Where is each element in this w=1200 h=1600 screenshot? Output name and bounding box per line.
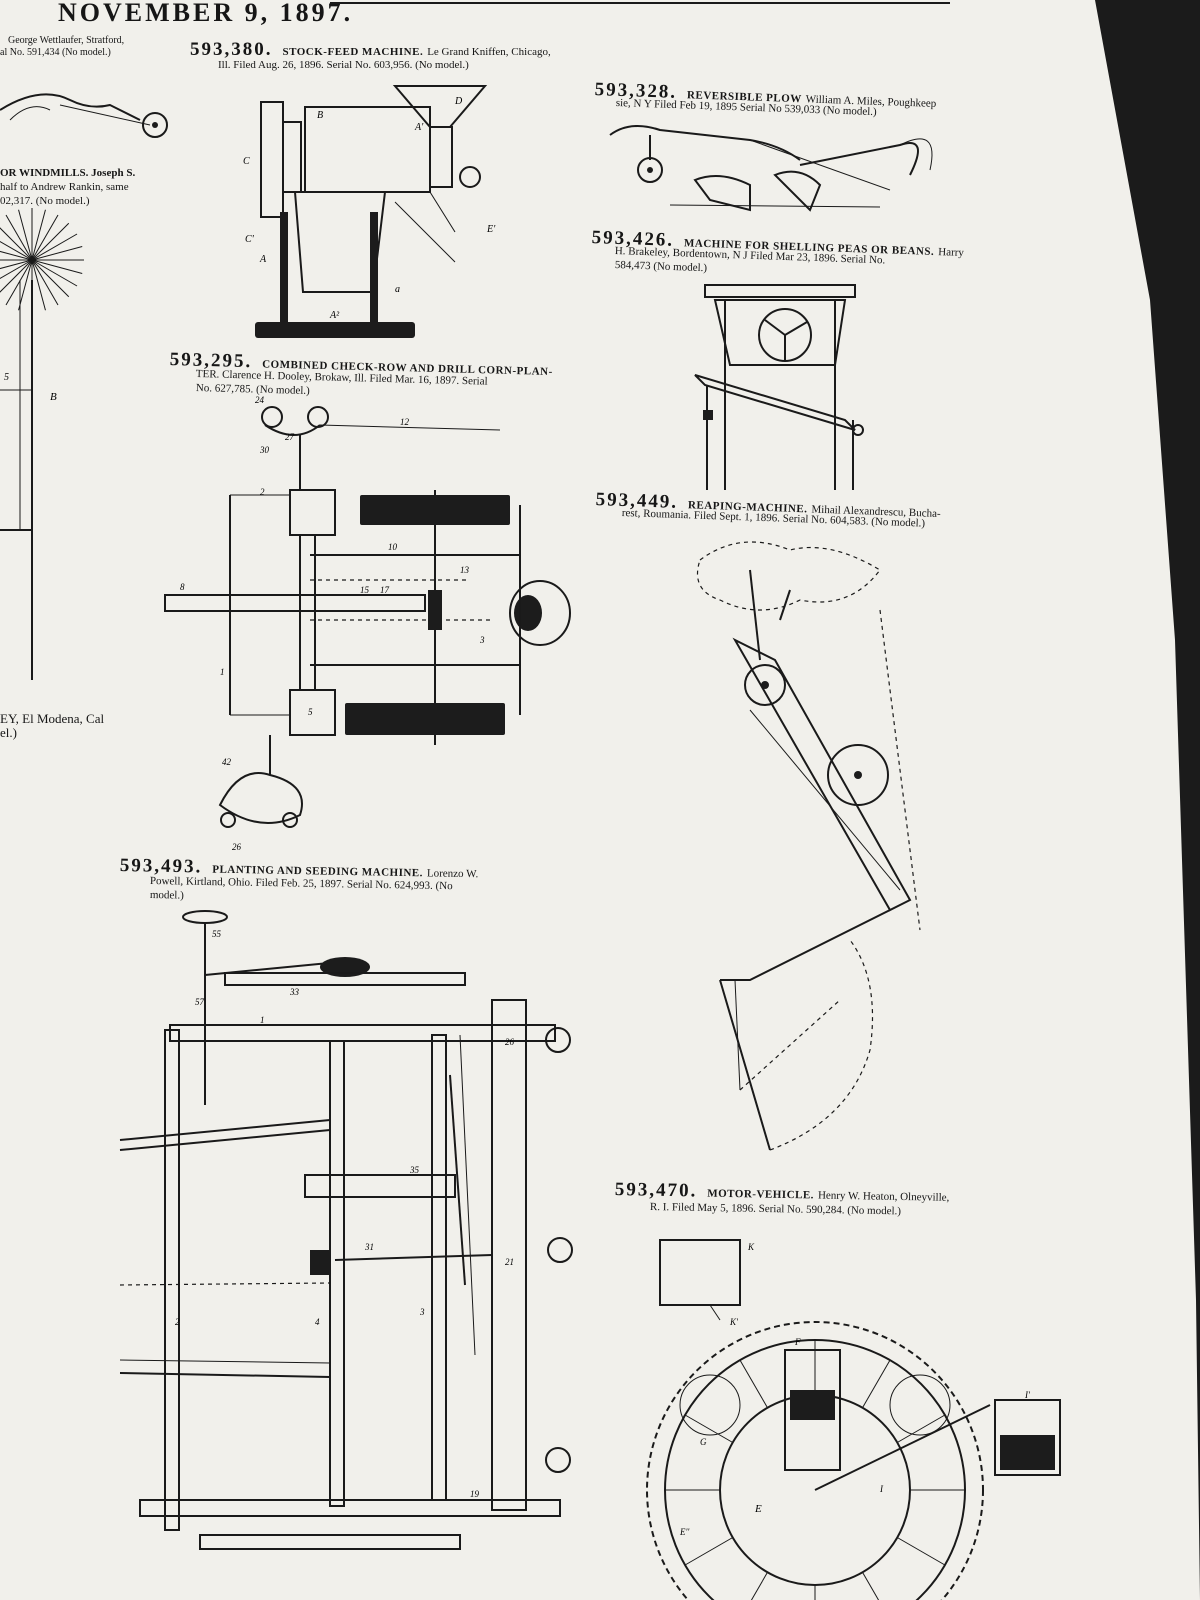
plow-fragment-drawing xyxy=(0,93,168,138)
windmill-blade xyxy=(31,222,70,261)
label-f: F xyxy=(794,1337,801,1347)
label-35: 35 xyxy=(409,1165,420,1175)
patent-number: 593,380. xyxy=(190,39,273,60)
windmill-blade xyxy=(31,214,59,261)
patent-593380-details: Ill. Filed Aug. 26, 1896. Serial No. 603… xyxy=(218,59,469,71)
label-30: 30 xyxy=(259,445,270,455)
label-c: C xyxy=(243,156,250,167)
windmill-blade xyxy=(31,259,83,274)
left-entry-line1: George Wettlaufer, Stratford, xyxy=(8,35,125,46)
label-i: I xyxy=(879,1484,884,1494)
label-e2: E'' xyxy=(679,1527,690,1537)
label-small-a: a xyxy=(395,284,400,295)
wheel-spoke xyxy=(897,1414,946,1443)
fig-label-b: B xyxy=(50,391,57,403)
label-24: 24 xyxy=(255,395,265,405)
label-31: 31 xyxy=(364,1242,374,1252)
windmill-blade xyxy=(31,259,59,306)
label-26: 26 xyxy=(232,842,242,852)
reversible-plow-drawing xyxy=(609,125,933,212)
label-57: 57 xyxy=(195,997,205,1007)
label-k-prime: K' xyxy=(729,1317,739,1327)
label-e-prime: E' xyxy=(486,224,496,235)
stock-feed-machine-drawing: D B C A C' A' E' a A² xyxy=(243,85,496,338)
label-c-prime: C' xyxy=(245,234,255,245)
label-10: 10 xyxy=(388,542,398,552)
wheel-spoke xyxy=(684,1537,733,1566)
label-4: 4 xyxy=(315,1317,320,1327)
windmill-blade xyxy=(0,259,33,270)
wheel-spoke xyxy=(862,1572,880,1600)
patent-inventor: Le Grand Kniffen, Chicago, xyxy=(427,46,551,58)
windmill-blade xyxy=(31,259,46,311)
windmill-blade xyxy=(0,250,33,261)
wheel-spoke xyxy=(684,1414,733,1443)
label-3: 3 xyxy=(479,635,485,645)
corn-planter-drawing: 24 27 30 12 2 8 10 13 15 17 3 5 1 42 26 xyxy=(164,395,571,852)
label-e: E xyxy=(754,1503,762,1515)
label-2: 2 xyxy=(175,1317,180,1327)
windmill-drawing: B 5 xyxy=(0,208,84,680)
windmill-blade xyxy=(31,259,70,298)
label-3: 3 xyxy=(419,1307,425,1317)
windmill-blade xyxy=(31,246,83,261)
label-k: K xyxy=(747,1242,755,1252)
label-i-prime: I' xyxy=(1024,1390,1031,1400)
wheel-spoke xyxy=(750,1572,768,1600)
wheel-spoke xyxy=(862,1359,891,1408)
seeding-machine-drawing: 55 57 1 2 3 4 26 21 19 31 33 35 xyxy=(119,910,573,1550)
label-26: 26 xyxy=(505,1037,515,1047)
label-5: 5 xyxy=(308,707,313,717)
page-date: NOVEMBER 9, 1897. xyxy=(58,0,354,27)
label-b: B xyxy=(317,110,323,121)
windmill-blade xyxy=(31,233,78,261)
windmill-blade xyxy=(0,259,33,280)
left-bottom-line2: el.) xyxy=(0,725,17,740)
label-42: 42 xyxy=(222,757,232,767)
windmill-blade xyxy=(31,209,46,261)
wheel-spoke xyxy=(739,1359,768,1408)
label-a-prime: A' xyxy=(414,122,424,133)
label-8: 8 xyxy=(180,582,185,592)
windmill-blade xyxy=(18,209,33,261)
windmills-line3: 02,317. (No model.) xyxy=(0,195,90,207)
label-12: 12 xyxy=(400,417,410,427)
windmill-blade xyxy=(18,259,33,311)
left-entry-line2: al No. 591,434 (No model.) xyxy=(0,47,111,58)
reaping-machine-drawing xyxy=(696,541,921,1151)
windmill-blade xyxy=(0,240,33,261)
windmill-blade xyxy=(0,227,33,261)
label-d: D xyxy=(454,96,463,107)
windmills-line1: OR WINDMILLS. Joseph S. xyxy=(0,167,136,179)
pea-sheller-drawing xyxy=(694,284,864,490)
windmill-blade xyxy=(31,259,78,287)
windmill-blade xyxy=(0,259,33,293)
wheel-spoke xyxy=(897,1537,946,1566)
label-a2: A² xyxy=(329,310,340,321)
windmills-line2: half to Andrew Rankin, same xyxy=(0,181,129,193)
fig-label-5: 5 xyxy=(4,372,9,383)
label-a: A xyxy=(259,254,267,265)
header-rule xyxy=(330,2,950,4)
label-1: 1 xyxy=(260,1015,265,1025)
left-bottom-line1: EY, El Modena, Cal xyxy=(0,711,105,726)
windmill-blade xyxy=(5,259,33,306)
label-21: 21 xyxy=(505,1257,514,1267)
patent-593380-heading: 593,380. STOCK-FEED MACHINE. Le Grand Kn… xyxy=(190,40,551,59)
label-19: 19 xyxy=(470,1489,480,1499)
windmill-blade xyxy=(5,214,33,261)
label-27: 27 xyxy=(285,432,295,442)
label-1: 1 xyxy=(220,667,225,677)
label-33: 33 xyxy=(289,987,300,997)
label-15: 15 xyxy=(360,585,370,595)
label-13: 13 xyxy=(460,565,470,575)
patent-title: STOCK-FEED MACHINE. xyxy=(282,46,424,58)
label-g: G xyxy=(700,1437,707,1447)
motor-vehicle-drawing: K K' F G E E'' I I' xyxy=(646,1239,1061,1600)
label-17: 17 xyxy=(380,585,390,595)
label-2: 2 xyxy=(260,487,265,497)
label-55: 55 xyxy=(212,929,222,939)
